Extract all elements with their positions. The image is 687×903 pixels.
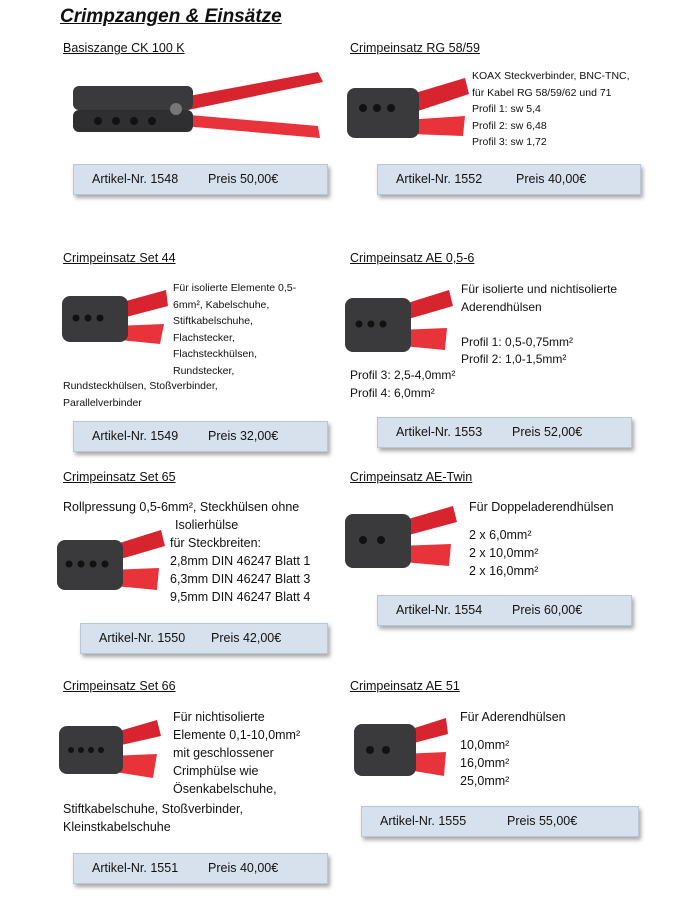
product-title: Crimpeinsatz AE-Twin xyxy=(350,470,473,484)
product-title: Crimpeinsatz AE 51 xyxy=(350,679,460,693)
article-price-bar: Artikel-Nr. 1555 Preis 55,00€ xyxy=(361,806,639,837)
price: Preis 52,00€ xyxy=(512,425,583,439)
product-description: Für isolierte und nichtisolierte Aderend… xyxy=(461,282,618,366)
article-price-bar: Artikel-Nr. 1553 Preis 52,00€ xyxy=(377,417,632,448)
product-title: Crimpeinsatz Set 66 xyxy=(63,679,176,693)
crimp-tool-image xyxy=(73,72,323,138)
article-price-bar: Artikel-Nr. 1551 Preis 40,00€ xyxy=(73,853,328,884)
article-price-bar: Artikel-Nr. 1552 Preis 40,00€ xyxy=(377,164,641,195)
price: Preis 40,00€ xyxy=(208,861,279,875)
price: Preis 55,00€ xyxy=(507,814,578,828)
product-description-continued: Profil 3: 2,5-4,0mm² Profil 4: 6,0mm² xyxy=(350,368,456,400)
article-number: Artikel-Nr. 1550 xyxy=(99,631,186,645)
product-description: Für isolierte Elemente 0,5- 6mm², Kabels… xyxy=(173,282,297,377)
product-title: Crimpeinsatz AE 0,5-6 xyxy=(350,251,475,265)
price: Preis 42,00€ xyxy=(211,631,282,645)
product-title: Basiszange CK 100 K xyxy=(63,41,185,55)
product-description: Isolierhülse für Steckbreiten: 2,8mm DIN… xyxy=(170,518,311,604)
article-number: Artikel-Nr. 1555 xyxy=(380,814,467,828)
article-number: Artikel-Nr. 1549 xyxy=(92,429,179,443)
product-title: Crimpeinsatz Set 44 xyxy=(63,251,176,265)
article-number: Artikel-Nr. 1554 xyxy=(396,603,483,617)
crimp-tool-image xyxy=(62,290,168,344)
page-title: Crimpzangen & Einsätze xyxy=(60,6,282,27)
product-description-continued: Rundsteckhülsen, Stoßverbinder, Parallel… xyxy=(63,380,218,409)
crimp-tool-image xyxy=(354,718,448,776)
article-price-bar: Artikel-Nr. 1548 Preis 50,00€ xyxy=(73,164,328,195)
price: Preis 32,00€ xyxy=(208,429,279,443)
product-description: Für nichtisolierte Elemente 0,1-10,0mm² … xyxy=(173,710,301,796)
article-price-bar: Artikel-Nr. 1549 Preis 32,00€ xyxy=(73,421,328,452)
price: Preis 40,00€ xyxy=(516,172,587,186)
product-title: Crimpeinsatz Set 65 xyxy=(63,470,176,484)
article-number: Artikel-Nr. 1551 xyxy=(92,861,179,875)
crimp-tool-image xyxy=(57,530,165,590)
product-description: KOAX Steckverbinder, BNC-TNC, für Kabel … xyxy=(472,70,630,148)
product-description-lead: Rollpressung 0,5-6mm², Steckhülsen ohne xyxy=(63,500,300,514)
article-number: Artikel-Nr. 1548 xyxy=(92,172,179,186)
product-title: Crimpeinsatz RG 58/59 xyxy=(350,41,480,55)
price: Preis 50,00€ xyxy=(208,172,279,186)
crimp-tool-image xyxy=(345,506,457,568)
product-description: Für Doppeladerendhülsen 2 x 6,0mm² 2 x 1… xyxy=(469,500,614,578)
article-number: Artikel-Nr. 1552 xyxy=(396,172,483,186)
article-number: Artikel-Nr. 1553 xyxy=(396,425,483,439)
article-price-bar: Artikel-Nr. 1554 Preis 60,00€ xyxy=(377,595,632,626)
article-price-bar: Artikel-Nr. 1550 Preis 42,00€ xyxy=(80,623,328,654)
product-description-continued: Stiftkabelschuhe, Stoßverbinder, Kleinst… xyxy=(63,802,243,834)
crimp-tool-image xyxy=(345,290,453,352)
price: Preis 60,00€ xyxy=(512,603,583,617)
product-description: Für Aderendhülsen 10,0mm² 16,0mm² 25,0mm… xyxy=(460,710,566,788)
crimp-tool-image xyxy=(59,720,161,778)
crimp-tool-image xyxy=(347,78,469,138)
